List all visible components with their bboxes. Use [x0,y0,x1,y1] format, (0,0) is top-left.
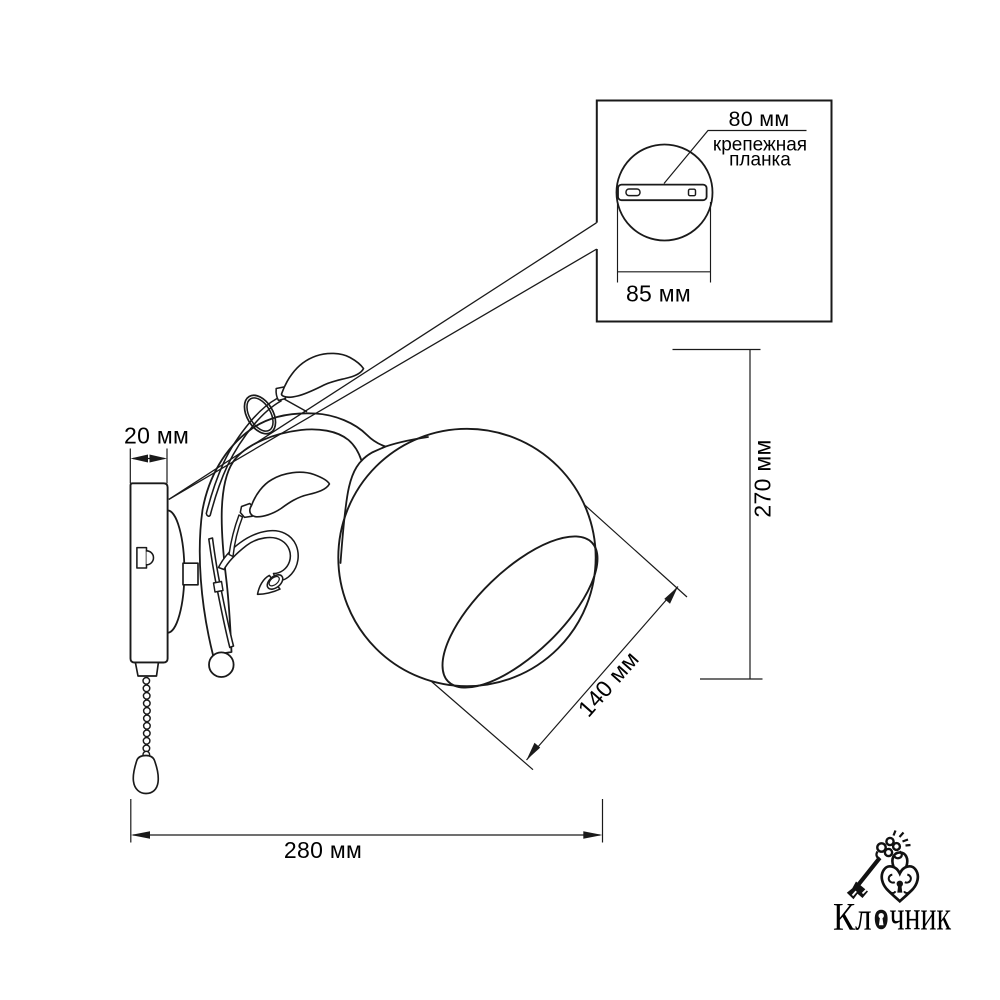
svg-text:крепежная: крепежная [713,135,807,156]
svg-text:20 мм: 20 мм [124,423,189,449]
svg-text:Кл: Кл [833,895,872,938]
svg-text:280 мм: 280 мм [284,837,362,863]
svg-text:планка: планка [729,150,791,171]
svg-text:80 мм: 80 мм [729,107,790,131]
svg-text:85 мм: 85 мм [626,281,691,307]
svg-text:270 мм: 270 мм [750,439,776,517]
